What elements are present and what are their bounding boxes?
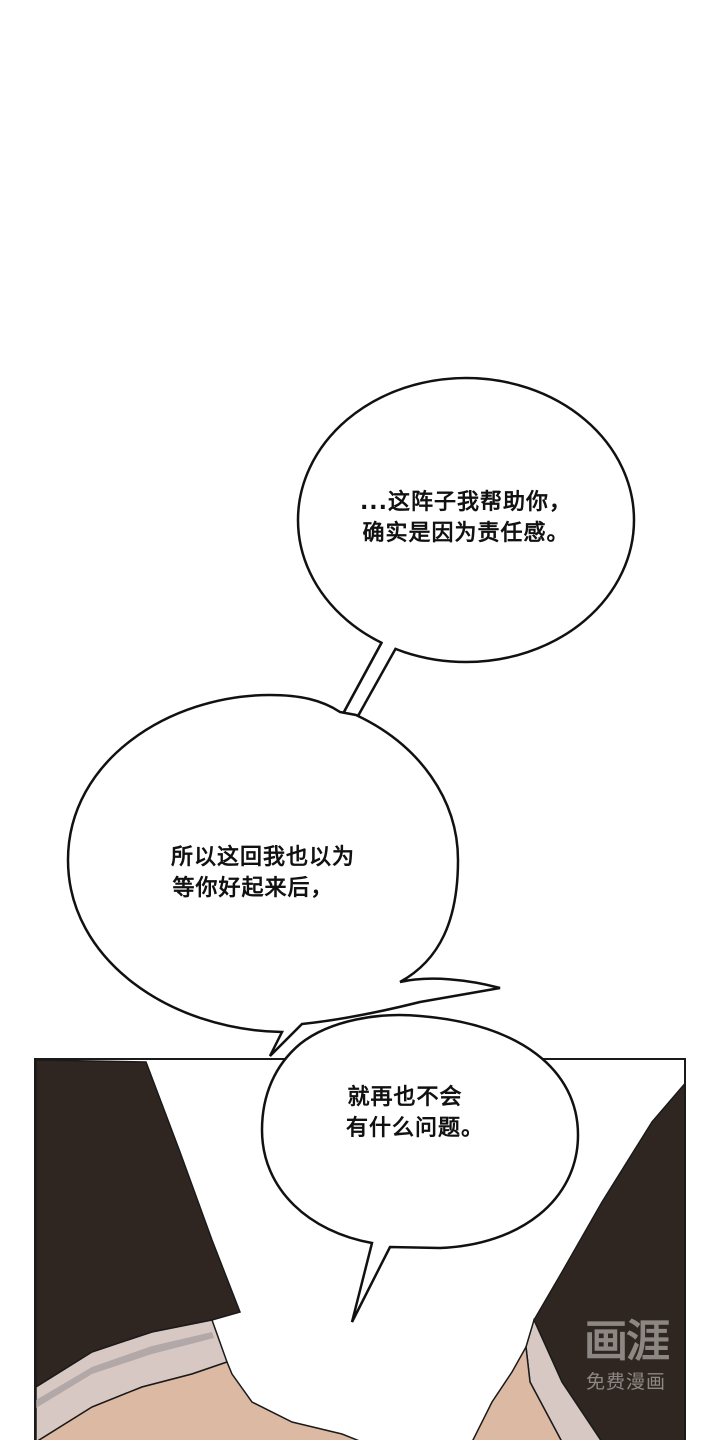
bubble-2-line-2: 等你好起来后，	[172, 876, 334, 901]
bubble-2-line-1: 所以这回我也以为	[170, 845, 355, 870]
bubble-connector	[342, 641, 396, 717]
speech-bubble-3-text: 就再也不会 有什么问题。	[290, 1082, 540, 1144]
left-neck-shape	[37, 1361, 360, 1440]
bubble-3-line-2: 有什么问题。	[345, 1116, 484, 1141]
speech-bubble-2-text: 所以这回我也以为 等你好起来后，	[100, 842, 426, 904]
watermark: 画涯 免费漫画	[566, 1318, 686, 1394]
bubble-1-line-2: 确实是因为责任感。	[362, 521, 570, 546]
panel-artwork	[36, 1060, 684, 1440]
bubble-1-line-1: ...这阵子我帮助你，	[359, 490, 573, 515]
watermark-subtitle: 免费漫画	[585, 1371, 666, 1393]
watermark-logo: 画涯	[584, 1316, 670, 1367]
bubble-3-line-1: 就再也不会	[347, 1085, 463, 1110]
speech-bubble-1-text: ...这阵子我帮助你， 确实是因为责任感。	[302, 487, 630, 549]
right-neck-shape	[472, 1344, 562, 1440]
